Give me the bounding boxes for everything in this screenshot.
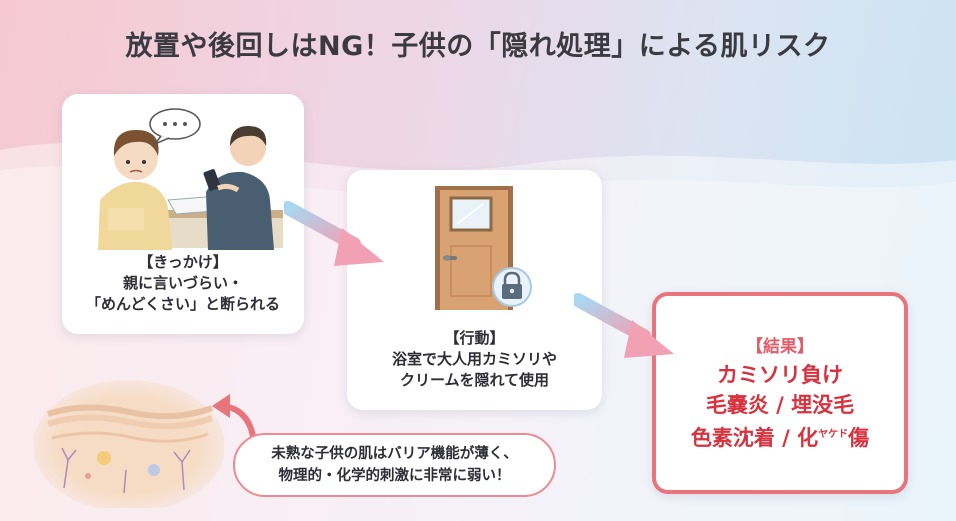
- skin-warning-note: 未熟な子供の肌はバリア機能が薄く、 物理的・化学的刺激に非常に弱い！: [233, 433, 556, 497]
- child-and-parent-illustration: [98, 126, 283, 250]
- trigger-line-1: 親に言いづらい・: [122, 274, 243, 292]
- result-line-3-furigana: ヤケド: [818, 429, 849, 440]
- note-line-1: 未熟な子供の肌はバリア機能が薄く、: [271, 446, 518, 462]
- speech-bubble-icon: [149, 108, 201, 146]
- result-line-2: 毛嚢炎 / 埋没毛: [705, 393, 855, 417]
- lock-icon: [492, 267, 532, 307]
- result-line-3-end: 傷: [848, 426, 870, 450]
- skin-layer-illustration: [34, 380, 224, 508]
- result-list: カミソリ負け 毛嚢炎 / 埋没毛 色素沈着 / 化ヤケド傷: [652, 360, 908, 453]
- result-line-1: カミソリ負け: [717, 363, 843, 387]
- trigger-card: [62, 94, 304, 334]
- result-heading: 【結果】: [746, 337, 814, 357]
- note-line-2: 物理的・化学的刺激に非常に弱い！: [278, 468, 511, 484]
- trigger-line-2: 「めんどくさい」と断られる: [85, 295, 281, 313]
- trigger-text: 【きっかけ】 親に言いづらい・ 「めんどくさい」と断られる: [62, 252, 304, 315]
- action-card: [347, 170, 602, 410]
- flow-arrow-2: [574, 293, 674, 358]
- action-text: 【行動】 浴室で大人用カミソリや クリームを隠れて使用: [347, 328, 602, 391]
- trigger-heading: 【きっかけ】: [138, 253, 228, 271]
- result-card: [652, 292, 908, 494]
- result-line-3: 色素沈着 / 化ヤケド傷: [652, 420, 908, 453]
- action-heading: 【行動】: [444, 329, 505, 347]
- action-line-2: クリームを隠れて使用: [399, 371, 550, 389]
- flow-arrow-1: [284, 201, 384, 266]
- page-title: 放置や後回しはNG！子供の「隠れ処理」による肌リスク: [125, 31, 831, 62]
- action-line-1: 浴室で大人用カミソリや: [391, 350, 557, 368]
- result-line-3-main: 色素沈着 / 化: [690, 426, 819, 450]
